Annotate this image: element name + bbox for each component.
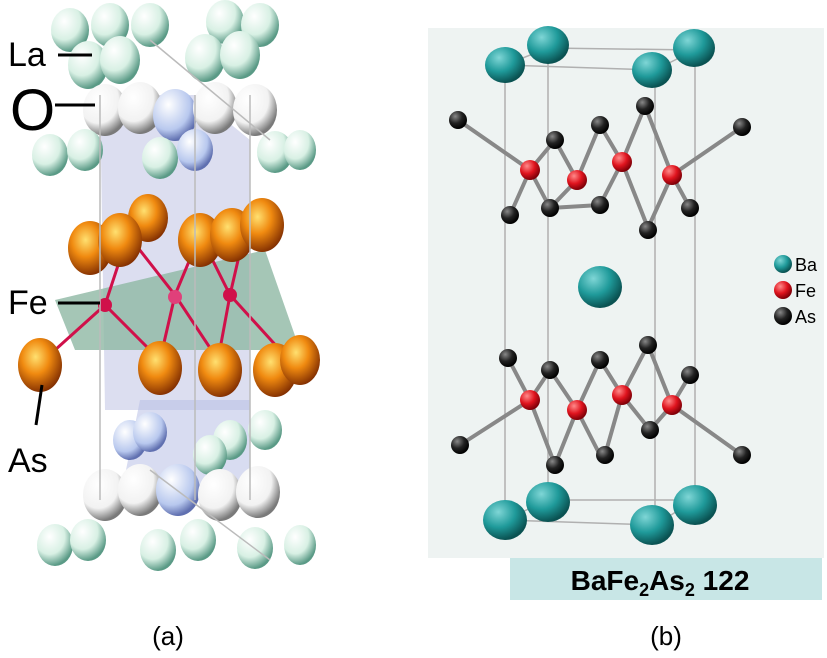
top-layer-atoms	[32, 0, 316, 179]
legend-item-fe: Fe	[774, 281, 816, 301]
label-as: As	[8, 442, 48, 480]
legend-item-ba: Ba	[774, 255, 818, 275]
banner-background	[510, 558, 822, 600]
legend-swatch-as	[774, 307, 792, 325]
ba-atoms	[483, 26, 717, 545]
panel-b-background	[428, 28, 824, 558]
feas-atoms	[18, 194, 320, 397]
cage-lines	[99, 39, 271, 561]
banner-formula: BaFe2As2 122	[571, 565, 750, 600]
label-fe: Fe	[8, 284, 48, 322]
legend-label-fe: Fe	[795, 281, 816, 301]
panel-a-labels: La O Fe As	[8, 36, 100, 480]
legend-item-as: As	[774, 307, 816, 327]
legend-label-as: As	[795, 307, 816, 327]
legend-swatch-fe	[774, 281, 792, 299]
legend-label-ba: Ba	[795, 255, 818, 275]
formula-banner: BaFe2As2 122	[510, 558, 822, 600]
panel-b-crystal	[449, 26, 751, 545]
legend: Ba Fe As	[774, 255, 818, 327]
unit-cell-lines	[504, 47, 696, 526]
fe-atoms	[520, 152, 682, 420]
caption-b: (b)	[650, 621, 682, 651]
caption-a: (a)	[152, 621, 184, 651]
panel-a-crystal	[18, 0, 320, 571]
label-o: O	[10, 78, 55, 143]
label-la: La	[8, 36, 46, 74]
as-atoms	[449, 97, 751, 474]
legend-swatch-ba	[774, 255, 792, 273]
